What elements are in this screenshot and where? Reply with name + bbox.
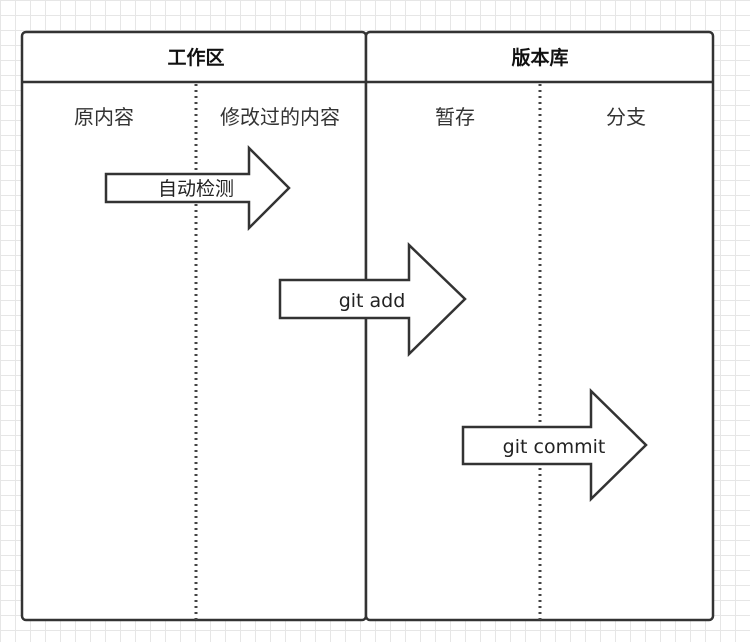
arrow-git-commit: git commit — [461, 388, 648, 502]
arrow-auto-detect: 自动检测 — [104, 144, 291, 232]
arrow-git-add-shape — [278, 242, 467, 357]
arrow-auto-detect-label: 自动检测 — [158, 178, 234, 200]
column-original-content: 原内容 — [74, 105, 134, 129]
arrow-git-add-label: git add — [339, 290, 406, 312]
workspace-title: 工作区 — [167, 46, 224, 69]
column-staging: 暂存 — [435, 105, 475, 129]
column-modified-content: 修改过的内容 — [220, 105, 340, 129]
arrow-git-commit-label: git commit — [503, 436, 606, 458]
arrow-git-add: git add — [278, 242, 467, 357]
repository-title: 版本库 — [511, 46, 568, 69]
column-branch: 分支 — [606, 105, 646, 129]
arrow-git-commit-shape — [461, 388, 648, 502]
arrow-auto-detect-shape — [104, 144, 291, 232]
